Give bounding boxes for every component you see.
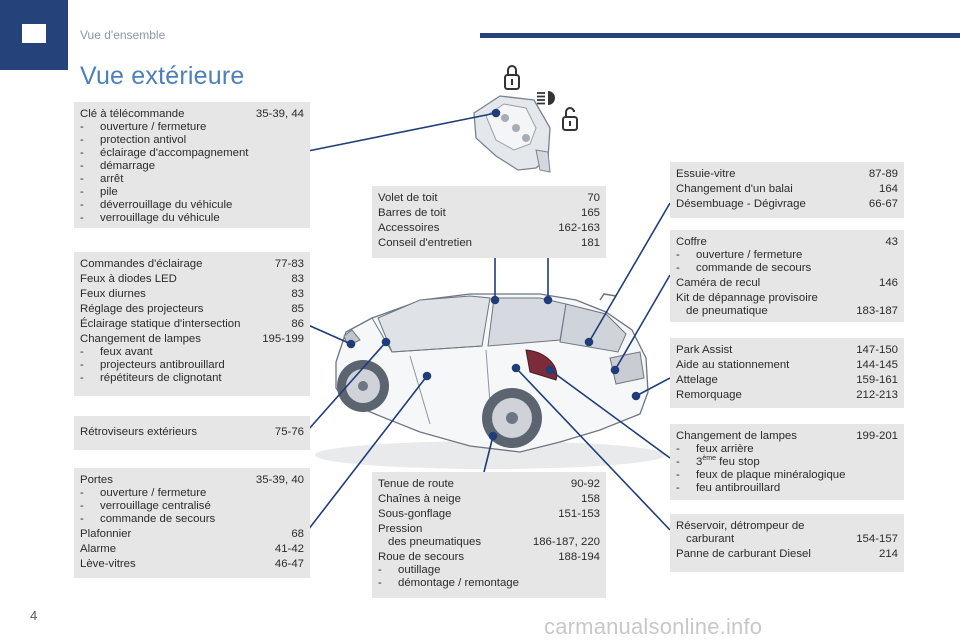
box-key: Clé à télécommande 35-39, 44 -ouverture /… bbox=[74, 102, 310, 228]
list-item: -ouverture / fermeture bbox=[80, 487, 207, 499]
leader-tyres bbox=[483, 435, 494, 473]
list-item: -éclairage d'accompagnement bbox=[80, 147, 249, 159]
leader-key-dot bbox=[491, 108, 501, 118]
lock-closed-icon bbox=[504, 65, 520, 90]
leader-fuel bbox=[515, 367, 671, 531]
pressure-label: Pression bbox=[378, 523, 423, 535]
list-item: -commande de secours bbox=[676, 262, 812, 274]
list-item: -feux arrière bbox=[676, 443, 754, 455]
leader-wiper bbox=[588, 202, 671, 343]
leader-rear-lamps bbox=[549, 369, 671, 459]
corner-tab-square bbox=[22, 24, 46, 43]
lock-open-icon bbox=[562, 107, 578, 131]
page-title: Vue extérieure bbox=[80, 62, 245, 90]
list-item: -protection antivol bbox=[80, 134, 187, 146]
list-item: -outillage bbox=[378, 564, 441, 576]
leader-boot bbox=[614, 274, 671, 371]
list-item: -déverrouillage du véhicule bbox=[80, 199, 233, 211]
list-item: -verrouillage du véhicule bbox=[80, 212, 220, 224]
leader-doors bbox=[307, 375, 428, 531]
list-item: -feu antibrouillard bbox=[676, 482, 781, 494]
list-item: -démarrage bbox=[80, 160, 156, 172]
list-item: -feux avant bbox=[80, 346, 153, 358]
watermark[interactable]: carmanualsonline.info bbox=[544, 614, 763, 639]
list-item: -commande de secours bbox=[80, 513, 216, 525]
header-rule bbox=[480, 33, 960, 38]
list-item: -projecteurs antibrouillard bbox=[80, 359, 225, 371]
leader-lines bbox=[307, 108, 671, 531]
fuel-label: Réservoir, détrompeur de bbox=[676, 520, 805, 532]
page-number: 4 bbox=[30, 608, 38, 623]
key-head-row: Clé à télécommande 35-39, 44 bbox=[80, 108, 304, 121]
leader-mirrors bbox=[307, 341, 387, 431]
key-pages: 35-39, 44 bbox=[255, 108, 304, 120]
corner-tab bbox=[0, 0, 68, 70]
leader-key bbox=[307, 112, 497, 152]
leader-lighting bbox=[307, 324, 352, 345]
list-item: -3ème feu stop bbox=[676, 455, 760, 468]
list-item: -verrouillage centralisé bbox=[80, 500, 211, 512]
list-item: -pile bbox=[80, 186, 118, 198]
list-item: -arrêt bbox=[80, 173, 124, 185]
list-item: -ouverture / fermeture bbox=[676, 249, 803, 261]
key-illustration bbox=[473, 95, 551, 173]
list-item: -feux de plaque minéralogique bbox=[676, 469, 846, 481]
leader-parking bbox=[635, 377, 671, 397]
key-label: Clé à télécommande bbox=[80, 108, 185, 120]
kit-label: Kit de dépannage provisoire bbox=[676, 292, 818, 304]
headlamp-icon bbox=[537, 91, 555, 105]
list-item: -démontage / remontage bbox=[378, 577, 519, 589]
section-label: Vue d'ensemble bbox=[80, 28, 166, 42]
car-illustration bbox=[315, 293, 665, 469]
list-item: -répétiteurs de clignotant bbox=[80, 372, 222, 384]
list-item: -ouverture / fermeture bbox=[80, 121, 207, 133]
